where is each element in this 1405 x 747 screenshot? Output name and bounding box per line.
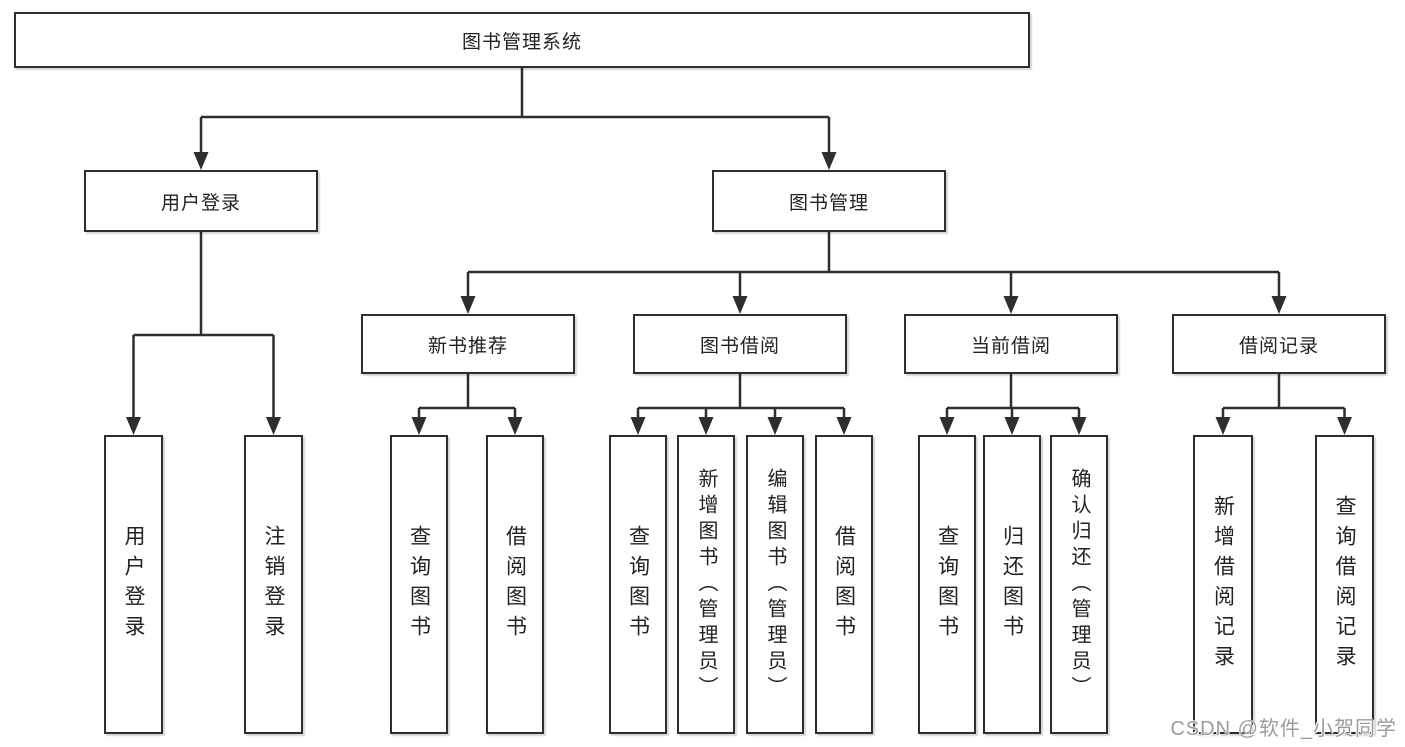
leaf-return-book: 归还图书	[983, 435, 1041, 734]
leaf-query-books-borrowing: 查询图书	[609, 435, 667, 734]
node-user-login: 用户登录	[84, 170, 318, 232]
node-book-borrowing: 图书借阅	[633, 314, 847, 374]
leaf-borrow-books-borrowing: 借阅图书	[815, 435, 873, 734]
leaf-query-books-recommend: 查询图书	[390, 435, 448, 734]
node-new-book-recommendation: 新书推荐	[361, 314, 575, 374]
leaf-logout: 注销登录	[244, 435, 303, 734]
leaf-add-borrow-record: 新增借阅记录	[1193, 435, 1253, 734]
node-borrowing-records: 借阅记录	[1172, 314, 1386, 374]
leaf-query-borrow-record: 查询借阅记录	[1315, 435, 1374, 734]
csdn-watermark: CSDN @软件_小贺同学	[1170, 718, 1397, 740]
node-book-management: 图书管理	[712, 170, 946, 232]
leaf-add-book-admin: 新增图书（管理员）	[677, 435, 735, 734]
node-current-borrowing: 当前借阅	[904, 314, 1118, 374]
connector-lines	[132, 68, 1346, 419]
leaf-edit-book-admin: 编辑图书（管理员）	[746, 435, 804, 734]
node-library-management-system: 图书管理系统	[14, 12, 1030, 68]
leaf-query-books-current: 查询图书	[918, 435, 976, 734]
leaf-confirm-return-admin: 确认归还（管理员）	[1050, 435, 1108, 734]
leaf-user-login: 用户登录	[104, 435, 163, 734]
leaf-borrow-books-recommend: 借阅图书	[486, 435, 544, 734]
